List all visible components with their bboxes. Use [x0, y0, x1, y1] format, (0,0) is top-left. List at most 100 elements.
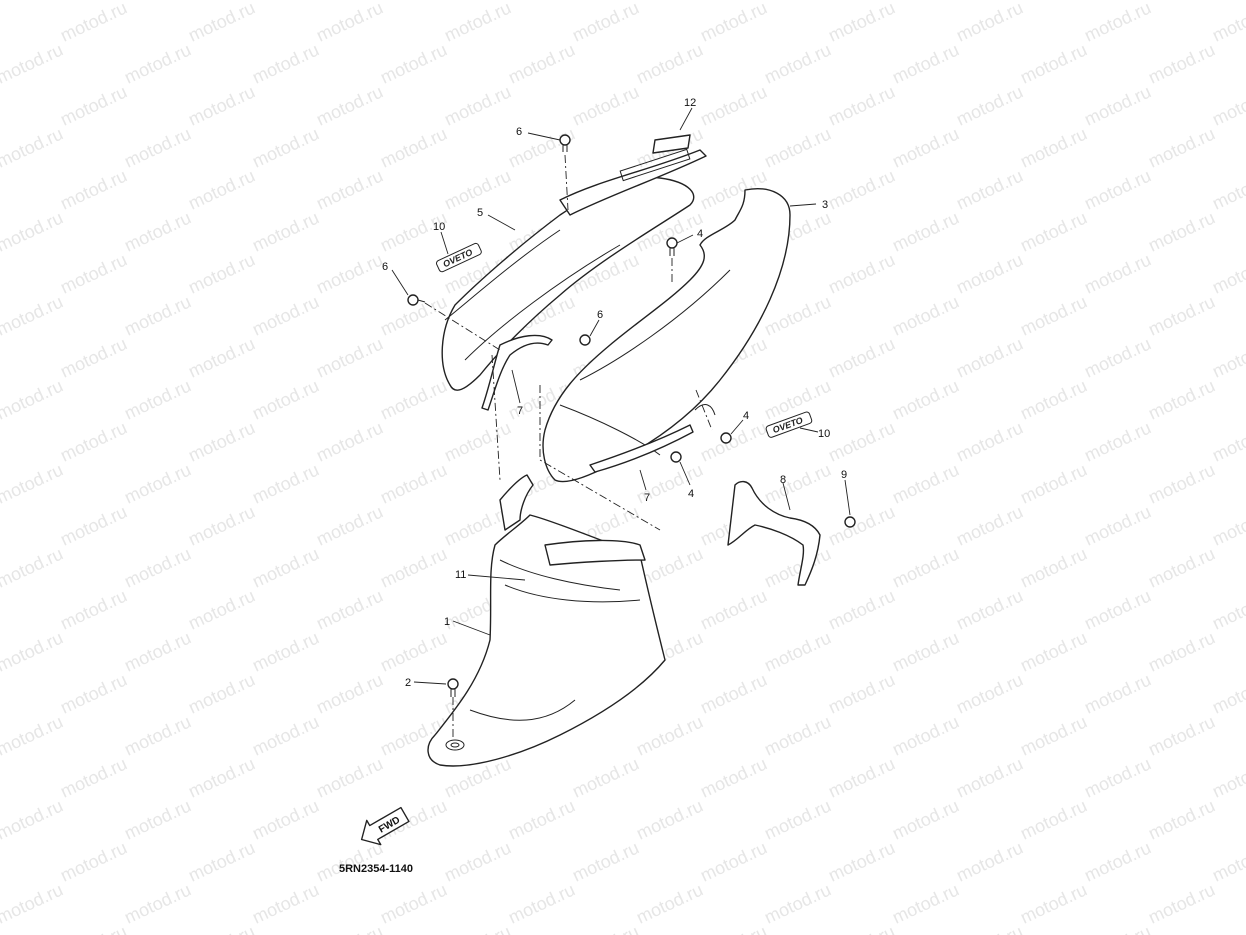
watermark-text: motod.ru — [313, 0, 386, 46]
part-8-bracket — [727, 480, 821, 586]
watermark-text: motod.ru — [57, 333, 130, 381]
watermark-text: motod.ru — [953, 333, 1026, 381]
watermark-text: motod.ru — [57, 417, 130, 465]
watermark-text: motod.ru — [121, 879, 194, 927]
watermark-text: motod.ru — [761, 0, 834, 4]
watermark-text: motod.ru — [121, 291, 194, 339]
watermark-text: motod.ru — [121, 459, 194, 507]
watermark-text: motod.ru — [0, 669, 2, 717]
watermark-text: motod.ru — [761, 291, 834, 339]
watermark-text: motod.ru — [889, 375, 962, 423]
watermark-text: motod.ru — [825, 585, 898, 633]
watermark-text: motod.ru — [953, 81, 1026, 129]
watermark-text: motod.ru — [953, 0, 1026, 46]
watermark-text: motod.ru — [953, 501, 1026, 549]
watermark-text: motod.ru — [1145, 375, 1218, 423]
watermark-text: motod.ru — [1081, 417, 1154, 465]
watermark-text: motod.ru — [889, 543, 962, 591]
watermark-text: motod.ru — [57, 249, 130, 297]
watermark-text: motod.ru — [825, 0, 898, 46]
watermark-text: motod.ru — [1017, 711, 1090, 759]
watermark-text: motod.ru — [313, 753, 386, 801]
watermark-text: motod.ru — [1017, 627, 1090, 675]
callout-5: 5 — [477, 207, 483, 219]
callout-11: 11 — [455, 569, 466, 581]
watermark-text: motod.ru — [953, 585, 1026, 633]
watermark-text: motod.ru — [1017, 291, 1090, 339]
watermark-text: motod.ru — [569, 753, 642, 801]
watermark-text: motod.ru — [1209, 669, 1246, 717]
watermark-text: motod.ru — [249, 123, 322, 171]
watermark-text: motod.ru — [57, 501, 130, 549]
watermark-text: motod.ru — [1017, 123, 1090, 171]
watermark-text: motod.ru — [697, 669, 770, 717]
watermark-text: motod.ru — [313, 921, 386, 935]
watermark-text: motod.ru — [185, 0, 258, 46]
watermark-text: motod.ru — [825, 501, 898, 549]
watermark-text: motod.ru — [1081, 165, 1154, 213]
watermark-text: motod.ru — [697, 921, 770, 935]
watermark-text: motod.ru — [313, 417, 386, 465]
watermark-text: motod.ru — [185, 165, 258, 213]
watermark-text: motod.ru — [889, 711, 962, 759]
watermark-text: motod.ru — [1017, 39, 1090, 87]
screw-icons — [407, 134, 856, 697]
watermark-text: motod.ru — [825, 333, 898, 381]
watermark-text: motod.ru — [185, 585, 258, 633]
watermark-text: motod.ru — [1081, 585, 1154, 633]
leader-lines — [391, 107, 851, 685]
watermark-text: motod.ru — [0, 543, 66, 591]
watermark-text: motod.ru — [761, 795, 834, 843]
part-7-bracket-right — [589, 424, 694, 473]
watermark-text: motod.ru — [697, 837, 770, 885]
watermark-text: motod.ru — [57, 585, 130, 633]
watermark-text: motod.ru — [505, 795, 578, 843]
screw-icon — [559, 134, 571, 152]
watermark-text: motod.ru — [761, 39, 834, 87]
watermark-text: motod.ru — [441, 0, 514, 46]
watermark-text: motod.ru — [633, 0, 706, 4]
watermark-text: motod.ru — [889, 795, 962, 843]
watermark-text: motod.ru — [121, 39, 194, 87]
watermark-text: motod.ru — [889, 0, 962, 4]
watermark-text: motod.ru — [0, 165, 2, 213]
watermark-text: motod.ru — [0, 501, 2, 549]
watermark-text: motod.ru — [1017, 207, 1090, 255]
watermark-text: motod.ru — [249, 543, 322, 591]
watermark-text: motod.ru — [1145, 291, 1218, 339]
screw-icon — [579, 334, 591, 346]
watermark-text: motod.ru — [121, 711, 194, 759]
watermark-text: motod.ru — [889, 207, 962, 255]
watermark-text: motod.ru — [1209, 81, 1246, 129]
callout-12: 12 — [684, 97, 696, 109]
watermark-text: motod.ru — [1145, 0, 1218, 4]
callout-4: 4 — [743, 410, 749, 422]
watermark-text: motod.ru — [121, 627, 194, 675]
watermark-text: motod.ru — [121, 795, 194, 843]
screw-icon — [720, 432, 732, 444]
watermark-text: motod.ru — [1209, 753, 1246, 801]
watermark-text: motod.ru — [249, 795, 322, 843]
watermark-text: motod.ru — [249, 291, 322, 339]
watermark-text: motod.ru — [825, 165, 898, 213]
watermark-text: motod.ru — [0, 249, 2, 297]
watermark-text: motod.ru — [1017, 459, 1090, 507]
watermark-text: motod.ru — [185, 81, 258, 129]
watermark-text: motod.ru — [889, 627, 962, 675]
callout-6: 6 — [516, 126, 522, 138]
watermark-text: motod.ru — [121, 123, 194, 171]
watermark-text: motod.ru — [313, 249, 386, 297]
watermark-text: motod.ru — [121, 375, 194, 423]
callout-6: 6 — [382, 261, 388, 273]
watermark-text: motod.ru — [249, 711, 322, 759]
watermark-text: motod.ru — [825, 837, 898, 885]
callout-2: 2 — [405, 677, 411, 689]
watermark-text: motod.ru — [1145, 627, 1218, 675]
watermark-text: motod.ru — [0, 753, 2, 801]
watermark-text: motod.ru — [377, 627, 450, 675]
watermark-text: motod.ru — [1145, 123, 1218, 171]
watermark-text: motod.ru — [185, 249, 258, 297]
watermark-text: motod.ru — [121, 207, 194, 255]
callout-7: 7 — [644, 492, 650, 504]
